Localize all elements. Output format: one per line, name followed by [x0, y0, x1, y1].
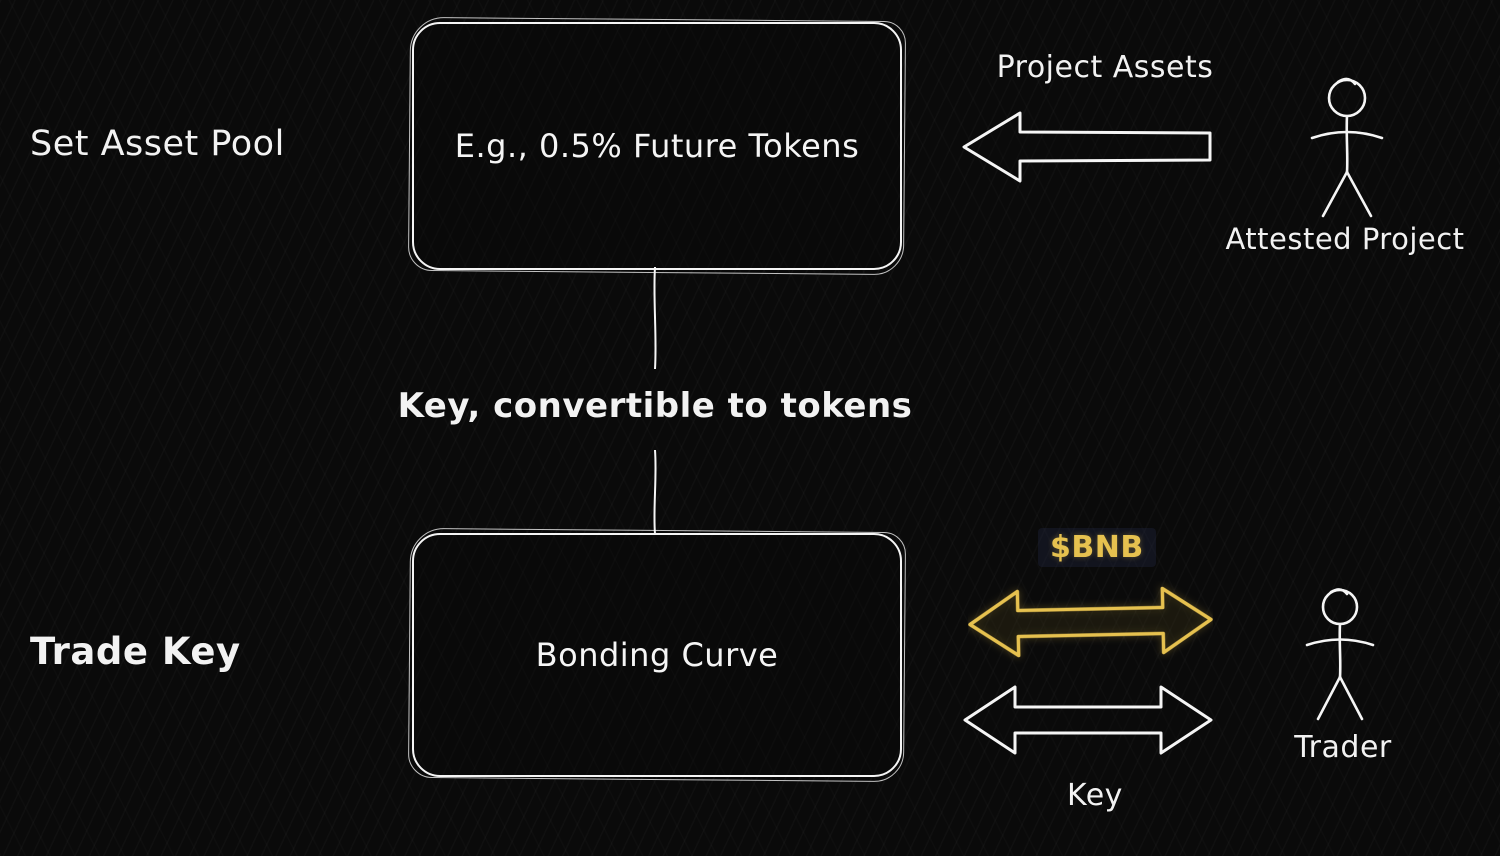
attested-project-person-icon — [1300, 74, 1395, 222]
connector-label: Key, convertible to tokens — [397, 386, 913, 426]
trader-label: Trader — [1294, 730, 1392, 765]
asset-pool-box: E.g., 0.5% Future Tokens — [412, 22, 902, 270]
double-arrow-white-icon — [963, 678, 1213, 763]
key-label: Key — [1067, 778, 1123, 813]
attested-project-label: Attested Project — [1225, 222, 1465, 256]
bonding-curve-box: Bonding Curve — [412, 533, 902, 777]
bnb-label: $BNB — [1038, 528, 1156, 567]
project-assets-label: Project Assets — [996, 50, 1214, 85]
bonding-curve-box-label: Bonding Curve — [535, 636, 779, 674]
asset-pool-box-label: E.g., 0.5% Future Tokens — [454, 127, 860, 165]
double-arrow-gold-icon — [967, 579, 1214, 664]
trader-person-icon — [1296, 585, 1386, 725]
row-label-trade-key: Trade Key — [30, 630, 241, 673]
row-label-set-asset-pool: Set Asset Pool — [30, 124, 285, 164]
arrow-left-icon — [962, 108, 1212, 186]
connector-line-bottom — [645, 449, 665, 535]
connector-line-top — [645, 266, 665, 370]
